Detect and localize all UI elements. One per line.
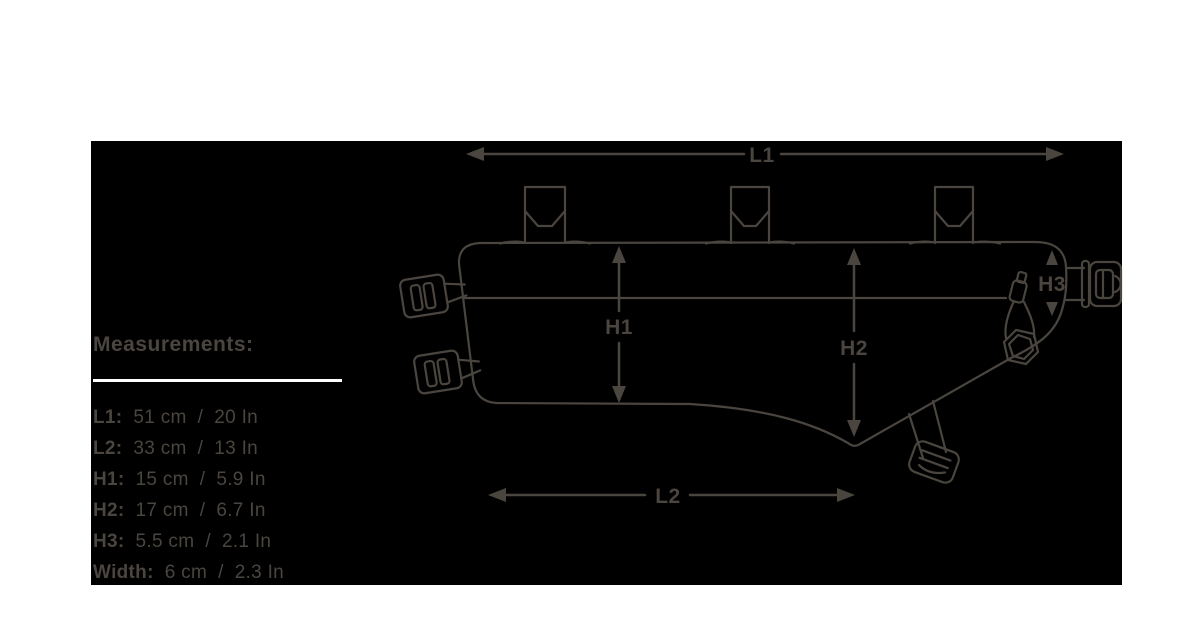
l2-arrowhead-right <box>837 488 855 502</box>
l2-label: L2 <box>655 485 681 508</box>
dimension-h1: H1 <box>605 246 633 403</box>
strap-end-buckle <box>908 440 960 484</box>
black-canvas <box>91 141 1122 585</box>
buckle-strap-bottom <box>460 369 482 380</box>
strap-outline <box>933 185 975 245</box>
measurements-panel: Measurements: L1: 51 cm / 20 In L2: 33 c… <box>93 332 342 588</box>
measurement-separator: / <box>199 468 206 490</box>
measurement-separator: / <box>218 561 224 583</box>
h3-arrowhead-up <box>1046 250 1058 265</box>
measurement-separator: / <box>197 437 204 459</box>
h1-arrowhead-up <box>612 246 626 263</box>
buckle-slot-1 <box>921 449 952 462</box>
measurement-row-h2: H2: 17 cm / 6.7 In <box>93 495 342 526</box>
buckle-body <box>1088 260 1123 308</box>
measurement-label: H1: <box>93 468 125 490</box>
bottom-strap-buckle <box>907 399 960 484</box>
h3-label: H3 <box>1038 273 1066 296</box>
measurement-metric: 33 cm <box>133 437 187 459</box>
h3-arrowhead-down <box>1046 302 1058 316</box>
measurement-row-h3: H3: 5.5 cm / 2.1 In <box>93 526 342 557</box>
strap-band-left <box>907 412 925 460</box>
buckle-slot-2 <box>422 281 437 310</box>
strap-outline <box>729 185 771 245</box>
h1-label: H1 <box>605 316 633 339</box>
h2-arrowhead-up <box>847 248 861 265</box>
measurements-title: Measurements: <box>93 333 254 356</box>
l1-label: L1 <box>749 144 775 167</box>
measurement-imperial: 2.3 In <box>234 561 285 583</box>
strap-notch <box>523 209 567 228</box>
ring-outer <box>1002 328 1040 366</box>
measurement-metric: 51 cm <box>133 406 187 428</box>
top-strap-3 <box>908 185 1002 245</box>
divider-line <box>93 379 342 382</box>
measurement-row-l1: L1: 51 cm / 20 In <box>93 402 342 433</box>
dimension-h3: H3 <box>1038 250 1066 316</box>
zipper-pull-loop <box>1002 270 1040 366</box>
left-buckle-lower <box>413 349 482 395</box>
right-strap-buckle <box>1063 259 1123 309</box>
buckle-body <box>399 273 449 319</box>
dimension-l2: L2 <box>488 485 855 508</box>
measurement-imperial: 20 In <box>214 406 259 428</box>
h2-label: H2 <box>840 337 868 360</box>
buckle-strap-top <box>457 358 480 363</box>
buckle-body <box>413 349 463 395</box>
top-strap-2 <box>704 185 796 245</box>
buckle-slot-1 <box>409 283 424 312</box>
left-buckle-upper <box>399 273 468 319</box>
strap-notch <box>729 209 771 228</box>
top-strap-1 <box>498 185 592 245</box>
buckle-strap-top <box>443 282 466 286</box>
measurement-label: Width: <box>93 561 154 583</box>
buckle-arc <box>1113 274 1122 294</box>
measurements-list: L1: 51 cm / 20 In L2: 33 cm / 13 In H1: … <box>93 402 342 588</box>
measurement-metric: 6 cm <box>164 561 208 583</box>
ring-inner <box>1007 333 1035 361</box>
h2-arrowhead-down <box>847 420 861 437</box>
l1-arrowhead-right <box>1046 147 1064 161</box>
measurement-label: H2: <box>93 499 125 521</box>
measurement-metric: 15 cm <box>135 468 189 490</box>
measurement-imperial: 2.1 In <box>221 530 272 552</box>
h1-arrowhead-down <box>612 386 626 403</box>
buckle-slot-2 <box>918 456 949 470</box>
measurement-label: L1: <box>93 406 123 428</box>
strap-band-right <box>931 399 948 454</box>
buckle-arc <box>917 463 947 475</box>
zipper-slider <box>1008 270 1028 304</box>
dimension-l1: L1 <box>466 144 1064 167</box>
measurement-separator: / <box>199 499 206 521</box>
measurement-row-l2: L2: 33 cm / 13 In <box>93 433 342 464</box>
strap-notch <box>933 209 975 228</box>
slider-tab <box>1015 270 1028 284</box>
measurement-label: L2: <box>93 437 123 459</box>
measurement-row-h1: H1: 15 cm / 5.9 In <box>93 464 342 495</box>
strap-outline <box>523 185 567 245</box>
measurement-row-width: Width: 6 cm / 2.3 In <box>93 557 342 588</box>
l2-arrowhead-left <box>488 488 506 502</box>
buckle-slot-2 <box>436 357 451 386</box>
measurement-separator: / <box>205 530 211 552</box>
dimension-h2: H2 <box>840 248 868 437</box>
measurement-imperial: 5.9 In <box>216 468 266 490</box>
buckle-strap-bottom <box>446 294 468 304</box>
measurement-label: H3: <box>93 530 125 552</box>
cord-left <box>1004 299 1016 340</box>
buckle-inner <box>1094 268 1115 300</box>
measurement-metric: 17 cm <box>135 499 189 521</box>
measurement-separator: / <box>197 406 204 428</box>
measurement-metric: 5.5 cm <box>135 530 195 552</box>
bag-outline <box>457 240 1068 447</box>
measurement-imperial: 6.7 In <box>216 499 266 521</box>
buckle-slot-1 <box>423 359 438 388</box>
measurement-imperial: 13 In <box>214 437 259 459</box>
buckle-body <box>908 440 960 484</box>
l1-arrowhead-left <box>466 147 484 161</box>
strap-bar <box>1080 259 1091 309</box>
